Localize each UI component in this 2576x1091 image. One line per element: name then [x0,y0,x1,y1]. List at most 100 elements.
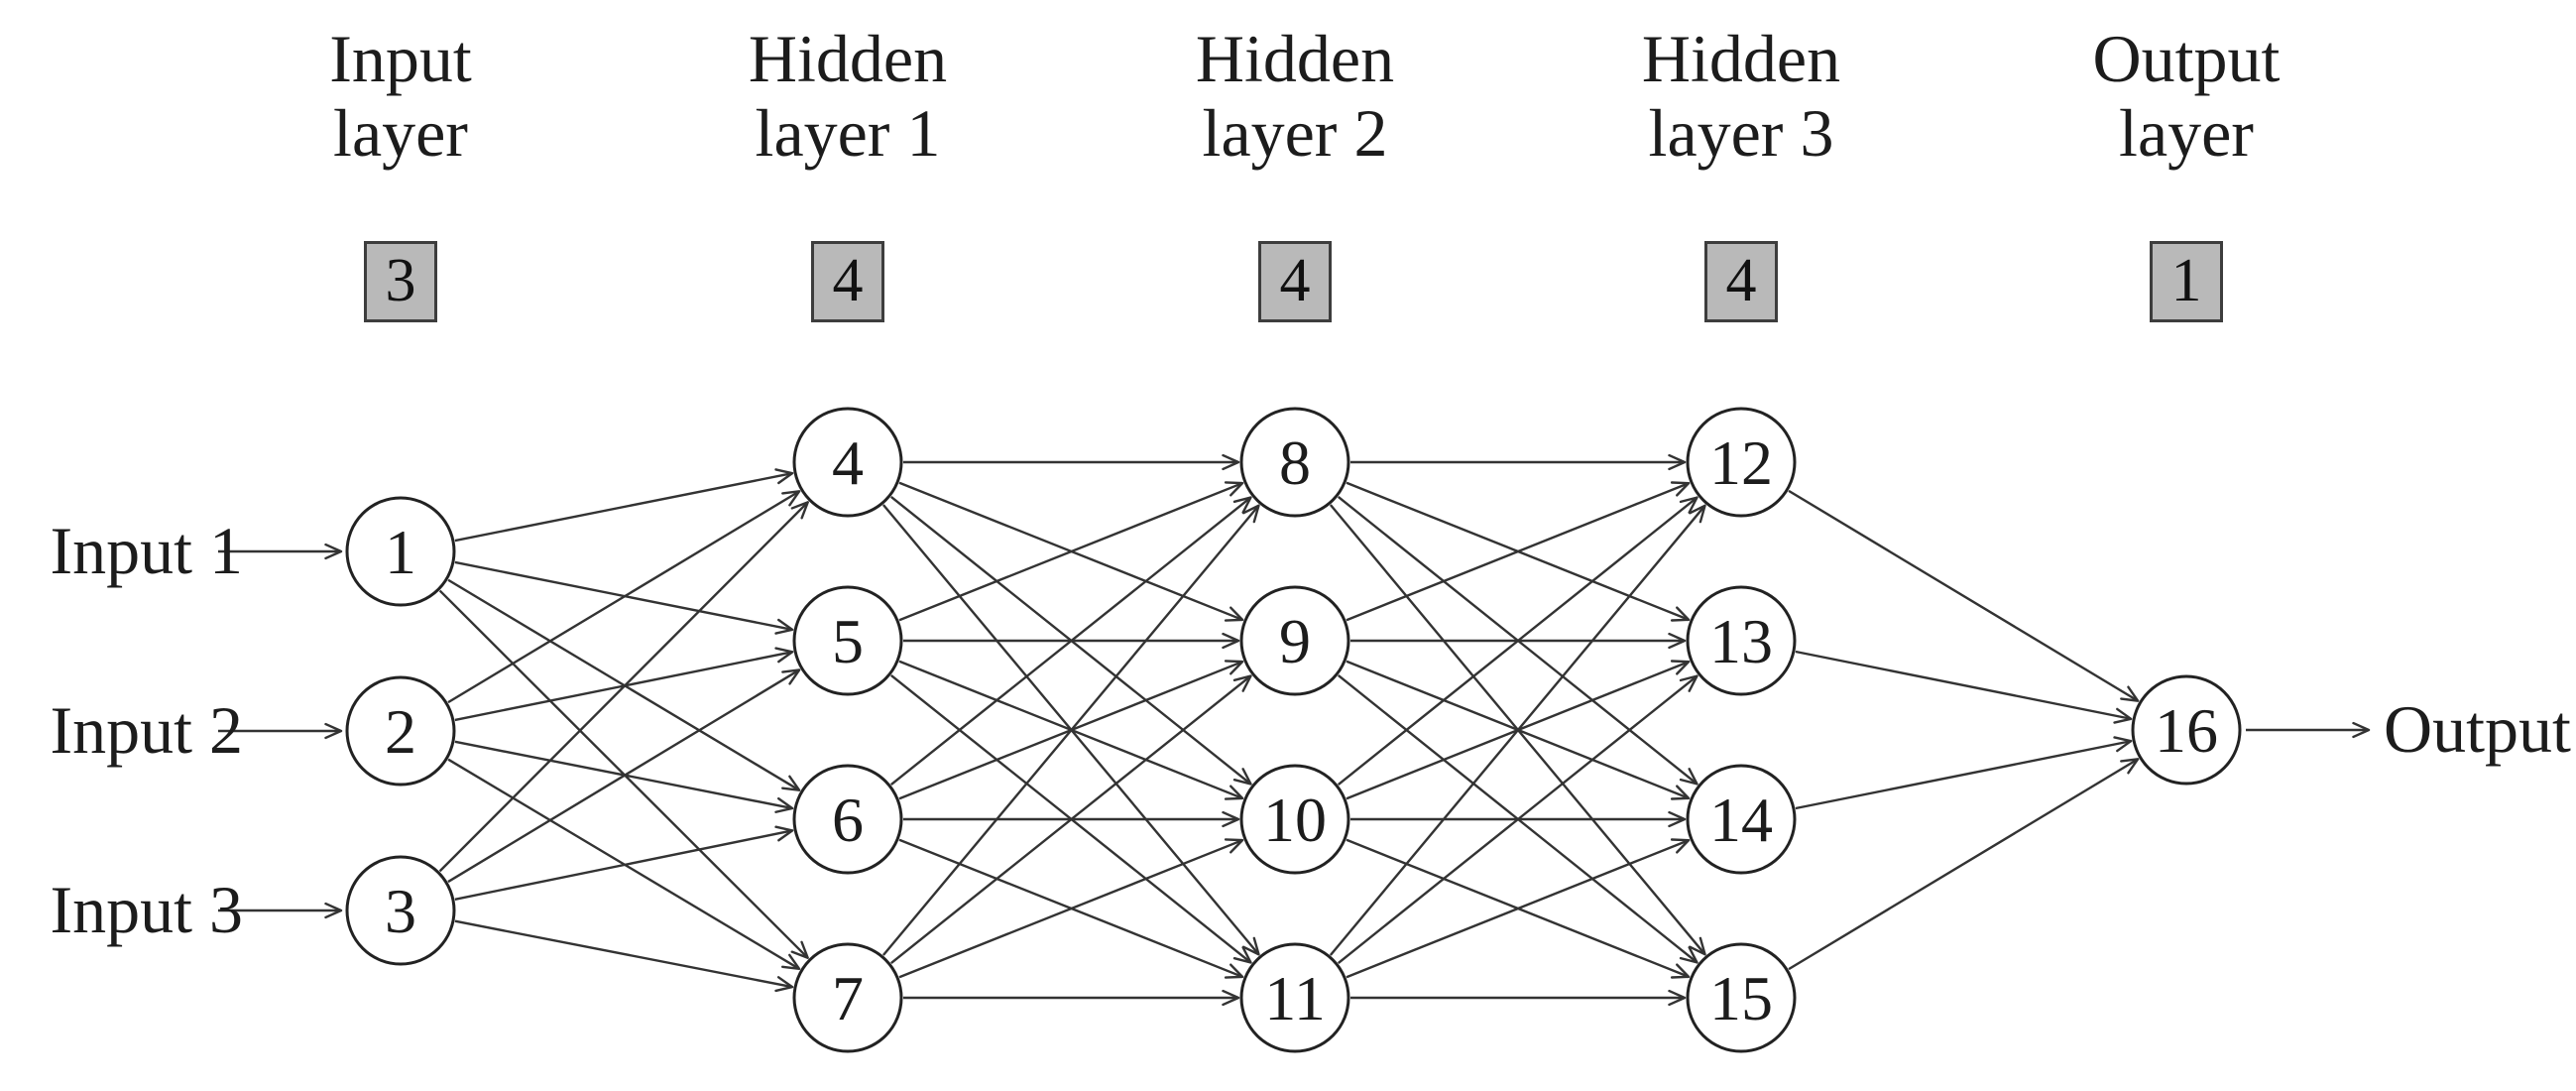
edge-9-to-13-arrowhead [1668,632,1687,650]
edge-7-to-9 [890,675,1251,965]
edge-12-to-16-arrowhead [2120,685,2140,702]
node-label-11: 11 [1264,963,1326,1033]
node-label-7: 7 [832,963,864,1033]
edge-7-to-11-arrowhead [1222,989,1240,1007]
edge-7-to-8-arrowhead [1241,504,1260,524]
node-circle-7 [792,942,903,1053]
edge-6-to-8 [890,497,1251,787]
edge-1-to-7-arrowhead [790,940,809,959]
header-output-layer: Output layer [1958,22,2414,171]
edge-10-to-13-arrowhead [1670,660,1691,675]
edge-8-to-15-arrowhead [1689,936,1706,956]
edge-3-to-5-arrowhead [781,668,801,685]
edge-8-to-12-arrowhead [1668,453,1687,471]
edge-2-to-5-arrowhead [774,647,794,664]
edge-13-to-16-arrowhead [2113,707,2133,724]
header-hidden-layer-1: Hidden layer 1 [620,22,1076,171]
input-arrow-3-arrowhead [324,902,343,919]
header-line: layer 3 [1648,95,1834,171]
header-line: Hidden [1195,21,1395,96]
header-input-layer: Input layer [173,22,629,171]
node-label-2: 2 [385,696,416,767]
edge-3-to-6-arrowhead [774,825,794,842]
edge-2-to-7 [447,758,799,970]
node-circle-13 [1686,585,1797,696]
node-label-8: 8 [1279,427,1311,498]
edge-1-to-4-arrowhead [774,468,794,485]
input-arrow-1-arrowhead [324,543,343,560]
node-label-6: 6 [832,785,864,855]
node-circle-10 [1239,764,1350,875]
edge-12-to-16 [1788,489,2138,701]
edge-5-to-8 [898,482,1242,622]
edge-11-to-12 [1329,506,1705,956]
edge-1-to-4 [454,472,791,543]
edge-15-to-16-arrowhead [2120,758,2140,775]
edge-2-to-6 [454,740,791,809]
edge-6-to-8-arrowhead [1232,496,1252,514]
edge-3-to-4 [438,502,808,873]
edge-9-to-14-arrowhead [1670,785,1691,800]
edge-8-to-13-arrowhead [1670,606,1691,622]
node-label-16: 16 [2155,695,2218,766]
node-label-4: 4 [832,427,864,498]
edge-3-to-6 [454,829,791,901]
count-box-input-layer: 3 [364,241,437,322]
edge-1-to-6-arrowhead [781,775,801,791]
edge-3-to-7 [454,919,791,988]
node-circle-11 [1239,942,1350,1053]
edge-6-to-11-arrowhead [1224,963,1244,979]
count-box-hidden-layer-2: 4 [1258,241,1332,322]
header-line: layer 2 [1202,95,1388,171]
header-line: Hidden [1641,21,1841,96]
input-arrow-2-arrowhead [324,722,343,740]
edge-2-to-4-arrowhead [781,490,801,507]
node-circle-9 [1239,585,1350,696]
node-label-10: 10 [1263,785,1327,855]
edge-11-to-14-arrowhead [1670,838,1691,854]
edge-2-to-7-arrowhead [780,953,801,971]
node-circle-3 [345,855,456,966]
edge-9-to-12-arrowhead [1670,481,1691,497]
node-circle-14 [1686,764,1797,875]
node-circle-12 [1686,407,1797,518]
edge-9-to-12 [1346,482,1689,622]
node-label-9: 9 [1279,606,1311,676]
header-line: Input [329,21,472,96]
edge-5-to-10-arrowhead [1224,785,1244,800]
edge-15-to-16 [1788,759,2138,971]
header-line: layer 1 [755,95,941,171]
edge-14-to-16-arrowhead [2113,736,2133,753]
header-hidden-layer-2: Hidden layer 2 [1067,22,1523,171]
edge-5-to-11-arrowhead [1232,946,1252,964]
edge-5-to-9-arrowhead [1222,632,1240,650]
edge-6-to-10-arrowhead [1222,810,1240,828]
node-label-15: 15 [1709,963,1773,1033]
edge-4-to-10-arrowhead [1232,768,1252,786]
edge-7-to-9-arrowhead [1232,674,1252,692]
node-circle-4 [792,407,903,518]
node-circle-6 [792,764,903,875]
edge-1-to-6 [447,578,799,790]
edge-11-to-13-arrowhead [1679,674,1698,692]
edge-2-to-6-arrowhead [774,796,794,813]
output-arrow-arrowhead [2352,721,2371,739]
output-label: Output [2384,691,2571,767]
edge-7-to-8 [881,506,1259,956]
input-2-label: Input 2 [50,692,243,768]
node-label-14: 14 [1709,785,1773,855]
node-label-13: 13 [1709,606,1773,676]
edge-5-to-8-arrowhead [1224,481,1244,497]
edge-10-to-12 [1337,497,1698,786]
header-line: Hidden [748,21,948,96]
edge-9-to-15-arrowhead [1679,946,1698,964]
edge-3-to-4-arrowhead [790,501,809,520]
edge-10-to-15-arrowhead [1670,963,1691,979]
node-label-5: 5 [832,606,864,676]
edge-11-to-14 [1346,839,1689,979]
edge-11-to-12-arrowhead [1689,504,1706,524]
edge-1-to-5 [454,560,791,631]
header-line: layer [2119,95,2254,171]
count-box-output-layer: 1 [2150,241,2223,322]
